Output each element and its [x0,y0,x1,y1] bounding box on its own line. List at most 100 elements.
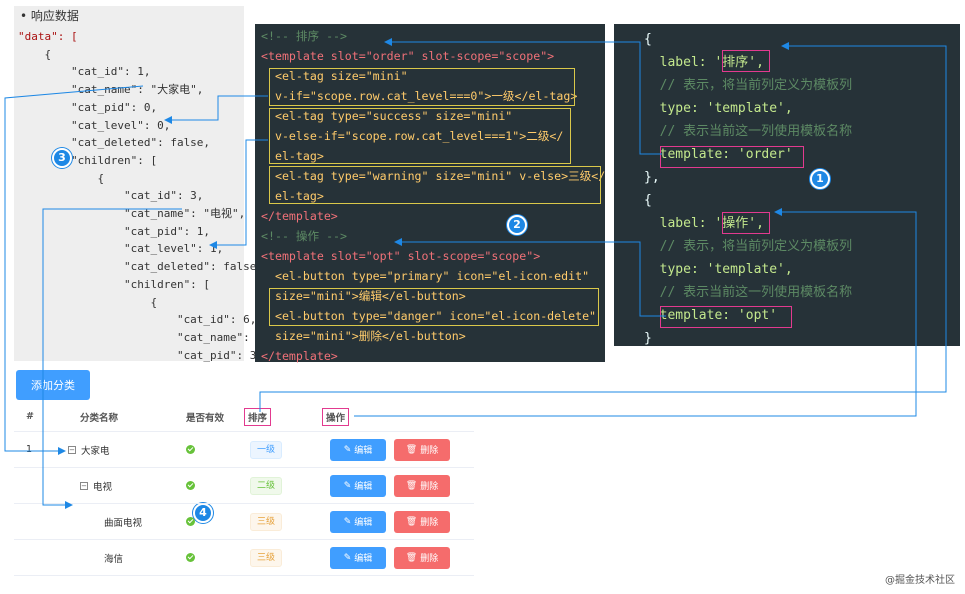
edit-button[interactable]: ✎编辑 [330,510,386,533]
row-name: 电视 [93,481,113,493]
row-valid-cell [186,468,195,503]
add-category-button[interactable]: 添加分类 [16,370,90,400]
column-line: { [644,193,652,208]
template-line: <!-- 排序 --> [261,29,348,43]
delete-button[interactable]: 🗑删除 [394,510,450,533]
row-name-cell: 曲面电视 [104,504,142,539]
row-order-cell: 一级 [250,432,283,467]
json-line: "cat_pid": 3, [18,348,264,362]
template-line: <!-- 操作 --> [261,229,348,243]
edit-label: 编辑 [354,446,373,456]
edit-button[interactable]: ✎编辑 [330,438,386,461]
watermark: @掘金技术社区 [885,575,955,586]
row-name: 海信 [104,553,124,565]
template-code-panel: <!-- 排序 --> <template slot="order" slot-s… [255,24,605,363]
delete-button[interactable]: 🗑删除 [394,438,450,461]
json-line: "cat_name": "电视", [18,207,246,220]
badge-2: 2 [507,215,527,235]
trash-icon: 🗑 [405,480,418,491]
template-line: </template> [261,209,338,223]
edit-icon: ✎ [343,480,352,491]
json-line: "cat_name": " [18,330,264,344]
level-tag: 二级 [250,476,283,495]
json-line: "cat_level": 0, [18,118,171,132]
trash-icon: 🗑 [405,516,418,527]
edit-label: 编辑 [354,482,373,492]
delete-button[interactable]: 🗑删除 [394,474,450,497]
column-line: } [644,331,652,346]
edit-button[interactable]: ✎编辑 [330,546,386,569]
column-line: // 表示当前这一列使用模板名称 [644,285,853,300]
edit-icon: ✎ [343,552,352,563]
template-line: <el-button type="primary" icon="el-icon-… [261,269,590,283]
header-order: 排序 [244,402,272,431]
check-circle-icon [186,517,195,526]
json-line: { [18,295,158,309]
edit-label: 编辑 [354,554,373,564]
template-opt-box [660,306,792,328]
header-name: 分类名称 [80,412,119,424]
template-order-box [660,146,804,168]
row-valid-cell [186,540,195,575]
json-line: "children": [ [18,153,158,167]
row-name: 大家电 [81,445,110,457]
check-circle-icon [186,481,195,490]
edit-icon: ✎ [343,516,352,527]
delete-label: 删除 [420,554,439,564]
row-name: 曲面电视 [104,517,143,529]
table-header-row: # 分类名称 是否有效 排序 操作 [14,402,474,432]
row-del-cell: 🗑删除 [394,432,450,467]
delete-label: 删除 [420,446,439,456]
json-line: "cat_name": "大家电", [18,83,204,97]
trash-icon: 🗑 [405,552,418,563]
row-del-cell: 🗑删除 [394,468,450,503]
response-json-panel: • 响应数据 "data": [ { "cat_id": 1, "cat_nam… [14,6,263,362]
edit-label: 编辑 [354,518,373,528]
row-order-cell: 三级 [250,504,283,539]
column-line: // 表示当前这一列使用模板名称 [644,124,853,139]
row-order-cell: 三级 [250,540,283,575]
table-row: 1−大家电一级✎编辑🗑删除 [14,432,474,468]
column-line: type: 'template', [644,262,793,277]
response-heading: • 响应数据 [20,9,79,23]
json-line: "cat_id": 6, [18,313,257,327]
template-line: </template> [261,349,338,363]
json-line: "cat_pid": 1, [18,224,211,238]
json-line: "cat_id": 3, [18,189,204,203]
label-opt-box [722,212,770,234]
row-ops-cell: ✎编辑 [330,468,386,503]
tree-toggle-icon[interactable]: − [68,445,76,454]
json-line: "cat_pid": 0, [18,100,158,114]
column-line: { [644,32,652,47]
badge-4: 4 [193,503,213,523]
row-name-cell: −大家电 [68,432,110,467]
table-row: 曲面电视 三级 ✎编辑 🗑删除 [14,504,474,540]
template-line: <template slot="order" slot-scope="scope… [261,49,555,63]
row-valid-cell [186,504,195,539]
header-operation: 操作 [322,402,350,431]
delete-button[interactable]: 🗑删除 [394,546,450,569]
header-valid: 是否有效 [186,412,225,424]
column-line: }, [644,170,660,185]
level-tag: 三级 [250,512,283,531]
row-name-cell: −电视 [80,468,112,503]
row-ops-cell: ✎编辑 [330,540,386,575]
edit-button[interactable]: ✎编辑 [330,474,386,497]
trash-icon: 🗑 [405,444,418,455]
column-line: // 表示，将当前列定义为模板列 [644,239,853,254]
delete-label: 删除 [420,482,439,492]
level-tag: 一级 [250,440,283,459]
json-line: "cat_id": 1, [18,65,151,79]
row-del-cell: 🗑删除 [394,540,450,575]
row-ops-cell: ✎编辑 [330,432,386,467]
row-name-cell: 海信 [104,540,123,575]
delete-label: 删除 [420,518,439,528]
row-del-cell: 🗑删除 [394,504,450,539]
check-circle-icon [186,445,195,454]
json-line: "children": [ [18,277,211,291]
table-row: 海信 三级 ✎编辑 🗑删除 [14,540,474,576]
template-line: size="mini">删除</el-button> [261,329,466,343]
tag-level-1-box [269,108,571,164]
tag-level-0-box [269,68,575,106]
tree-toggle-icon[interactable]: − [80,481,88,490]
